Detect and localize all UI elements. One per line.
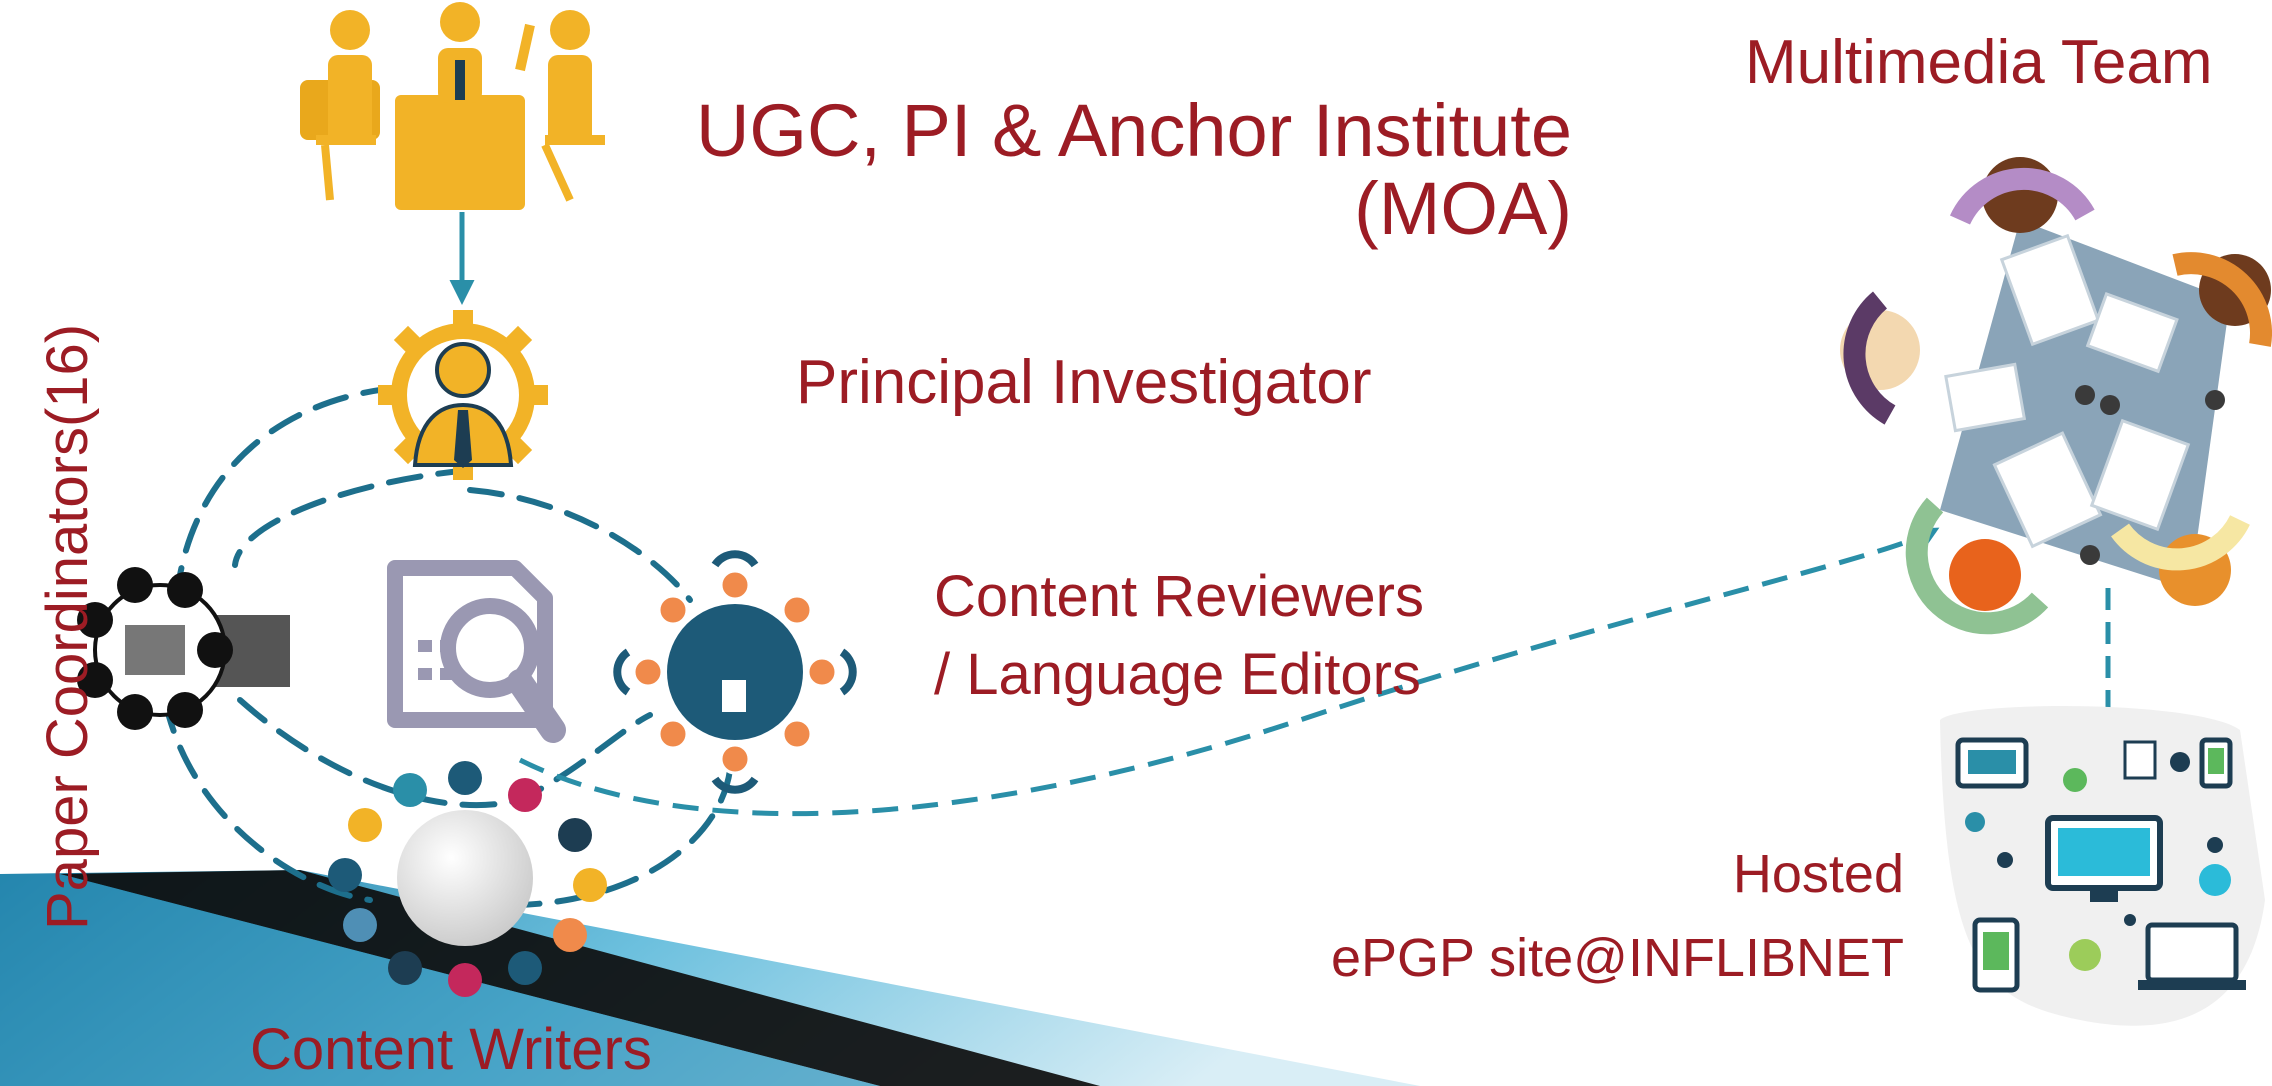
reviewers-label-line1: Content Reviewers <box>934 564 1424 629</box>
hosted-label-line2: ePGP site@INFLIBNET <box>1331 927 1904 988</box>
paper-coordinators-label: Paper Coordinators(16) <box>35 323 100 930</box>
connector-reviewers-to-writers <box>517 767 733 908</box>
ugc-label-line1: UGC, PI & Anchor Institute <box>695 89 1572 172</box>
multimedia-team-label: Multimedia Team <box>1745 28 2213 97</box>
hosted-site-label: Hosted ePGP site@INFLIBNET <box>1320 833 1904 1000</box>
round-table-icon <box>613 550 857 794</box>
connector-writers-to-reviewers <box>237 697 653 809</box>
reviewers-label-line2: / Language Editors <box>934 642 1421 708</box>
devices-network-icon <box>1940 706 2265 1026</box>
document-search-icon <box>387 560 566 743</box>
arrow-to-multimedia <box>518 527 1940 817</box>
connector-pi-to-coordinators <box>177 385 398 578</box>
content-writers-label: Content Writers <box>250 1017 652 1082</box>
hosted-label-line1: Hosted <box>1732 844 1904 904</box>
circle-people-icon <box>328 761 607 997</box>
meeting-people-icon <box>300 2 605 210</box>
team-desk-icon <box>1840 157 2272 635</box>
connector-loop-inner <box>467 487 693 603</box>
group-huddle-icon <box>77 567 290 730</box>
flow-connectors <box>162 385 733 908</box>
ugc-label-line2: (MOA) <box>1354 166 1572 250</box>
gear-person-icon <box>378 310 548 480</box>
principal-investigator-label: Principal Investigator <box>796 348 1372 417</box>
connector-loop-outer <box>232 467 473 568</box>
connector-coordinators-to-writers <box>162 697 373 903</box>
content-reviewers-label: Content Reviewers / Language Editors <box>934 558 1424 715</box>
ugc-pi-anchor-label: UGC, PI & Anchor Institute (MOA) <box>660 92 1572 247</box>
decorative-slab <box>0 870 1420 1086</box>
